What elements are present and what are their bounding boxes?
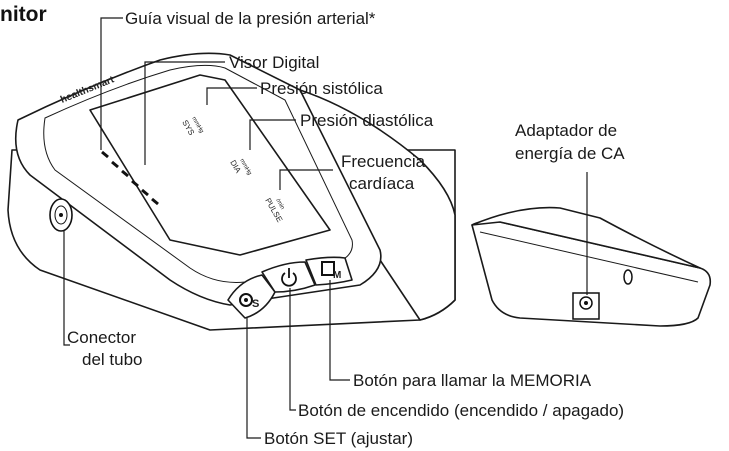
main-device: SYS mmHg DIA mmHg PULSE /min healthsmart… [7,52,456,331]
pulse-unit: /min [274,198,285,211]
label-power-button: Botón de encendido (encendido / apagado) [298,401,624,420]
power-icon [281,268,297,287]
leader-set [246,318,261,439]
memory-button[interactable] [305,256,353,286]
label-bp-guide: Guía visual de la presión arterial* [125,9,376,28]
leader-heart-rate [279,169,333,190]
set-gear-icon [239,293,253,307]
memory-icon [321,261,335,276]
diagram-title: nitor [0,3,47,26]
screen-bezel [43,64,353,283]
set-glyph: S [252,298,259,310]
ac-jack-icon [572,292,600,320]
label-digital-display: Visor Digital [229,53,319,72]
lcd-screen [89,74,331,256]
back-device-seam [479,231,699,283]
back-device [471,206,712,327]
leader-lines [63,17,588,439]
back-side-port [623,269,633,285]
leader-tube-connector [63,230,70,346]
label-systolic: Presión sistólica [260,79,383,98]
label-ac-adapter-2: energía de CA [515,144,625,163]
leader-bp-guide [100,17,123,150]
leader-memory [329,280,350,381]
device-side [299,89,456,321]
back-device-top [471,206,701,269]
tube-port-icon [49,198,73,232]
memory-glyph: M [333,270,341,281]
label-memory-button: Botón para llamar la MEMORIA [353,371,592,390]
label-heart-rate-2: cardíaca [349,174,415,193]
leader-display [144,61,225,165]
label-diastolic: Presión diastólica [300,111,434,130]
bp-guide-dashes [101,150,159,206]
label-ac-adapter-1: Adaptador de [515,121,617,140]
label-tube-connector-1: Conector [67,328,136,347]
label-set-button: Botón SET (ajustar) [264,429,413,448]
leader-power [289,288,296,411]
leader-diastolic [249,119,296,150]
label-tube-connector-2: del tubo [82,350,143,369]
label-heart-rate-1: Frecuencia [341,152,426,171]
leader-systolic [206,87,257,105]
